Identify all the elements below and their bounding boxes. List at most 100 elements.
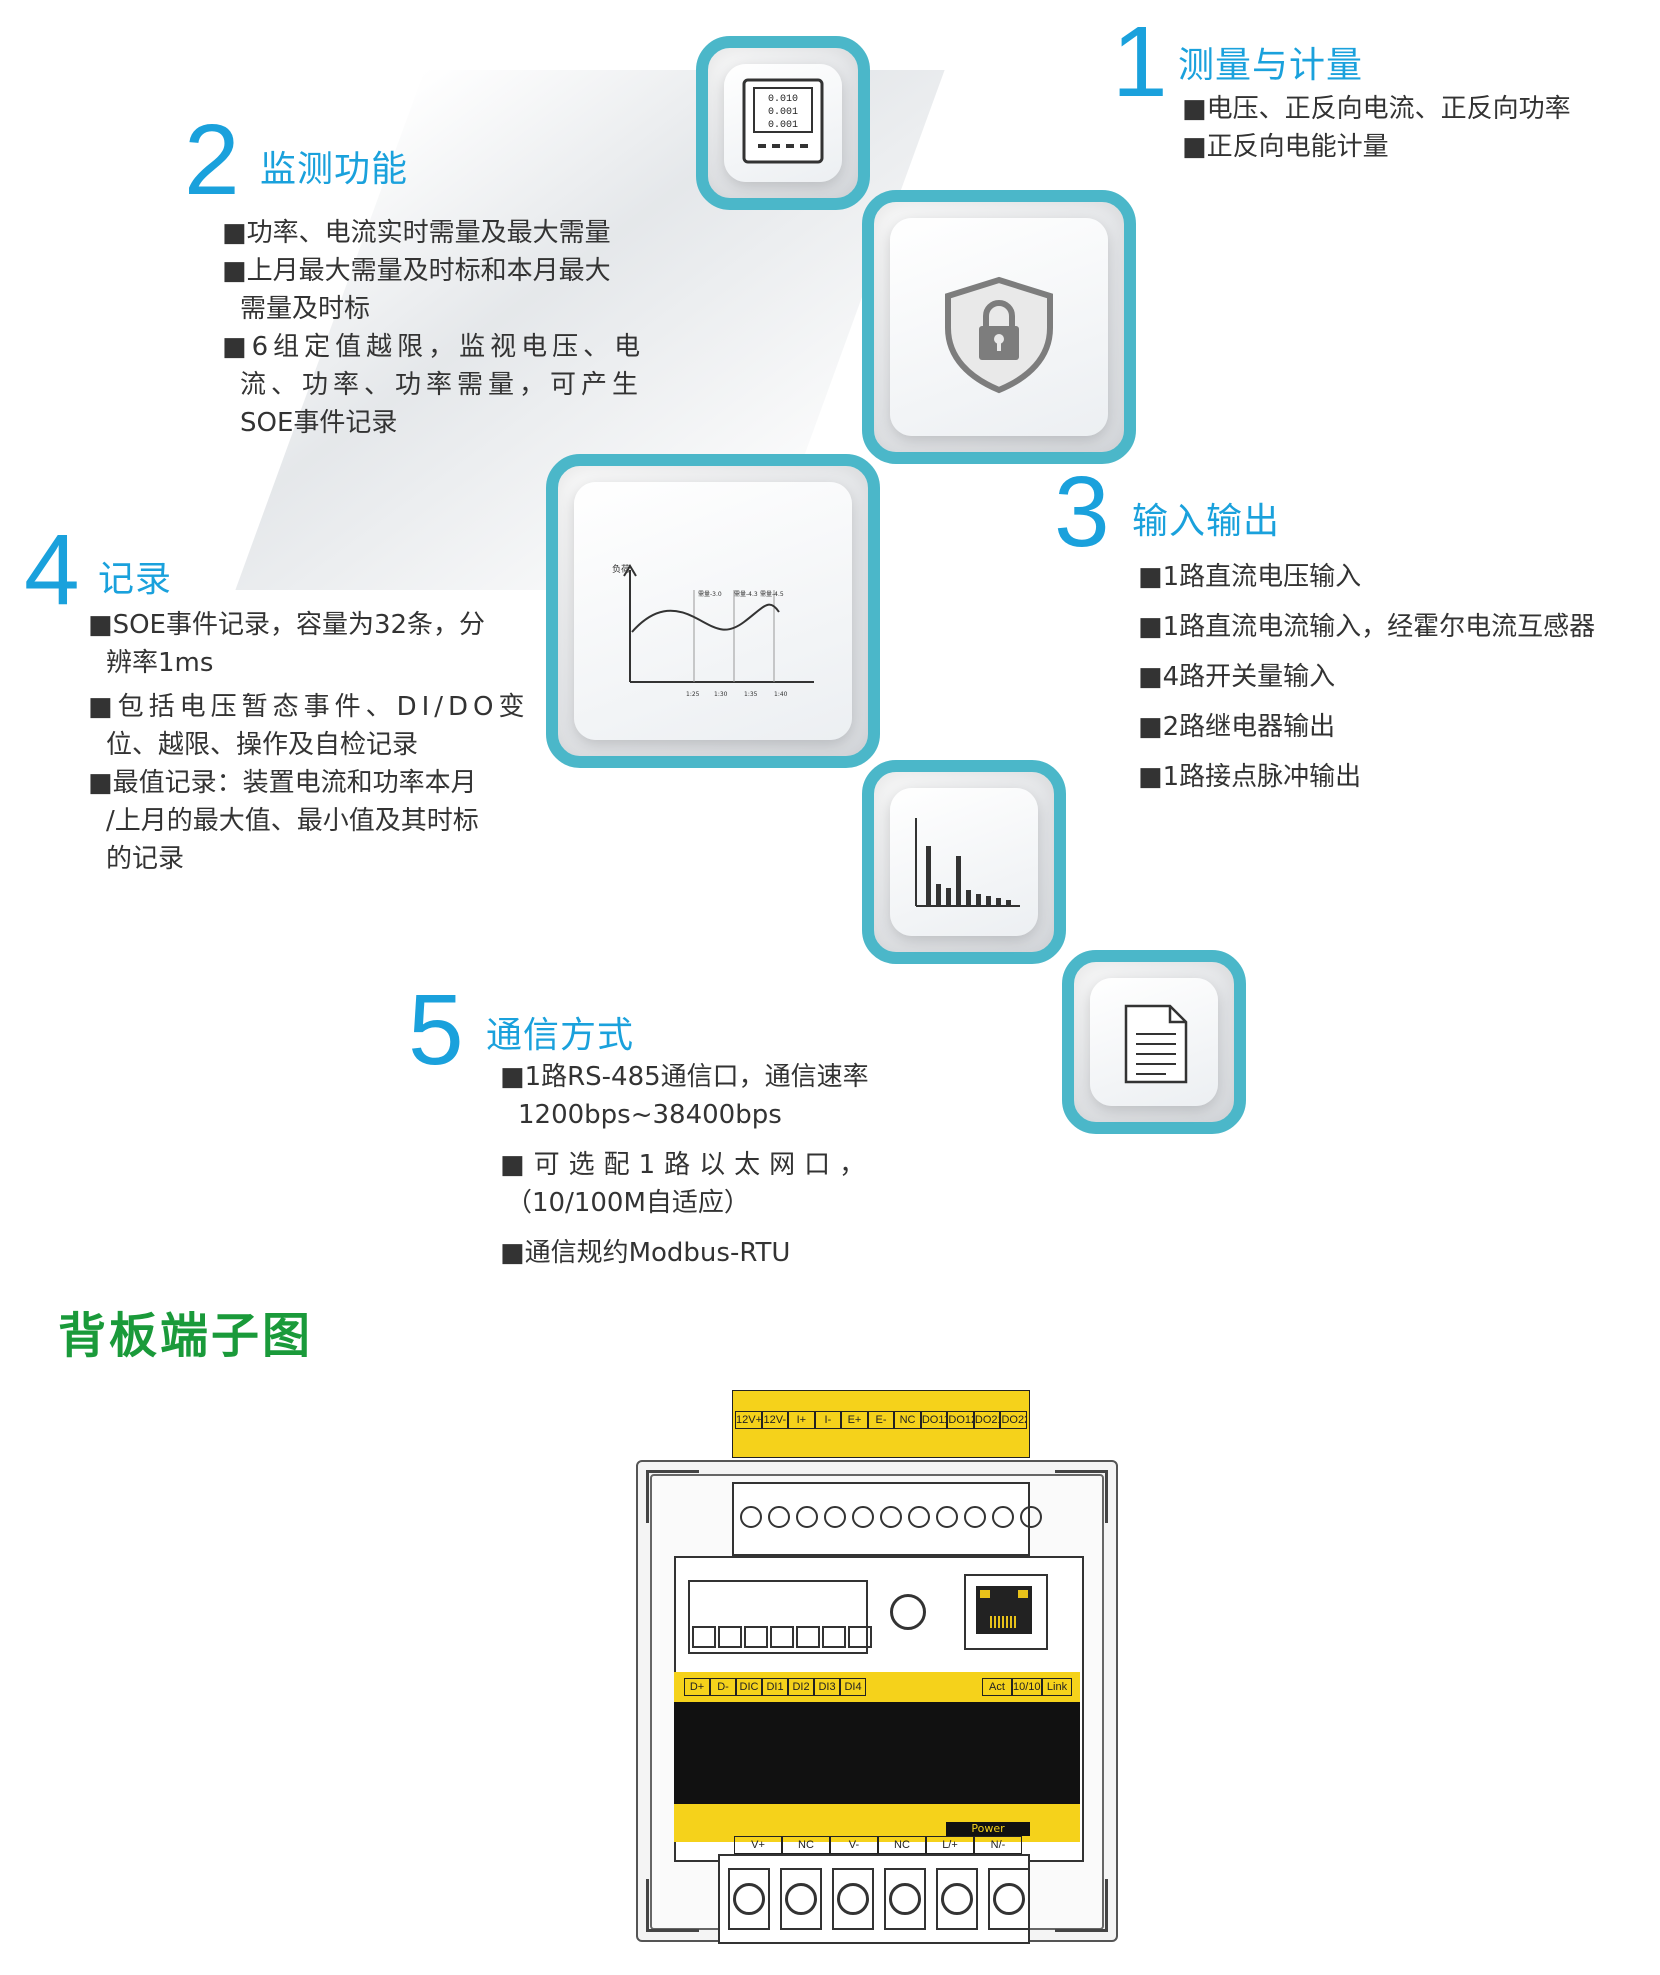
harmonic-tile	[862, 760, 1066, 964]
list-item: ■最值记录：装置电流和功率本月	[88, 768, 477, 798]
chart-mark-1: 需量-3.0	[698, 591, 722, 598]
list-item: ■1路直流电压输入	[1138, 562, 1362, 592]
list-item: ■电压、正反向电流、正反向功率	[1182, 94, 1571, 124]
list-item: ■功率、电流实时需量及最大需量	[222, 218, 611, 248]
middle-terminal-label: DI2	[788, 1678, 814, 1696]
section-5-title: 通信方式	[486, 1015, 635, 1056]
di-connector	[688, 1580, 872, 1654]
security-tile	[862, 190, 1136, 464]
meter-reading-3: 0.001	[768, 120, 798, 131]
chart-xtick-1: 1:25	[686, 691, 700, 698]
top-terminal-label: NC	[894, 1411, 921, 1429]
eth-indicator-label: 10/100M	[1012, 1678, 1042, 1696]
list-item: ■4路开关量输入	[1138, 662, 1336, 692]
middle-terminal-label: DI4	[840, 1678, 866, 1696]
eth-indicator-label: Link	[1042, 1678, 1072, 1696]
top-screw-row	[732, 1482, 1042, 1556]
top-terminal-label: DO12	[947, 1411, 974, 1429]
meter-reading-2: 0.001	[768, 107, 798, 118]
section-2-list: ■功率、电流实时需量及最大需量 ■上月最大需量及时标和本月最大 需量及时标 ■6…	[222, 214, 645, 442]
backplate-title: 背板端子图	[58, 1308, 314, 1364]
list-item: /上月的最大值、最小值及其时标	[106, 806, 479, 836]
list-item: ■SOE事件记录，容量为32条，分	[88, 610, 486, 640]
section-2-number: 2	[184, 104, 240, 216]
list-item: ■上月最大需量及时标和本月最大	[222, 256, 611, 286]
document-icon	[1124, 1004, 1188, 1084]
section-1-title: 测量与计量	[1178, 45, 1364, 86]
eth-indicator-label: Act	[982, 1678, 1012, 1696]
top-terminal-label: DO11	[920, 1411, 948, 1429]
top-terminal-label: 12V+	[735, 1411, 762, 1429]
section-4-list: ■SOE事件记录，容量为32条，分 辨率1ms ■包括电压暂态事件、DI/DO变…	[88, 606, 530, 878]
top-terminal-label: E-	[867, 1411, 895, 1429]
list-item: ■通信规约Modbus-RTU	[500, 1238, 791, 1268]
meter-reading-1: 0.010	[768, 94, 798, 105]
section-4-title: 记录	[98, 559, 173, 600]
meter-icon: 0.010 0.001 0.001	[742, 78, 824, 164]
list-item: ■1路RS-485通信口，通信速率	[500, 1062, 869, 1092]
middle-terminal-label: DI3	[814, 1678, 840, 1696]
section-5-list: ■1路RS-485通信口，通信速率 1200bps~38400bps ■可选配1…	[500, 1058, 874, 1272]
middle-terminal-label: D-	[710, 1678, 736, 1696]
top-terminal-strip: 12V+12V-I+I-E+E-NCDO11DO12DO21DO22	[732, 1390, 1030, 1458]
list-item: ■6组定值越限，监视电压、电	[222, 332, 646, 362]
list-item: ■正反向电能计量	[1182, 132, 1389, 162]
list-item: ■1路接点脉冲输出	[1138, 762, 1362, 792]
chart-xtick-4: 1:40	[774, 691, 788, 698]
middle-terminal-label: DI1	[762, 1678, 788, 1696]
shield-lock-icon	[945, 276, 1053, 394]
middle-terminal-label: D+	[684, 1678, 710, 1696]
load-curve-icon: 负荷 需量-3.0 需量-4.3 需量-4.5 1:25 1:30 1:35 1…	[612, 563, 814, 698]
section-5-number: 5	[408, 974, 464, 1086]
list-item: ■包括电压暂态事件、DI/DO变	[88, 692, 530, 722]
top-terminal-label: I+	[788, 1411, 815, 1429]
bar-chart-icon	[915, 818, 1020, 907]
section-2-title: 监测功能	[260, 149, 409, 190]
chart-ylabel: 负荷	[612, 563, 630, 575]
bottom-terminal-block	[718, 1854, 1030, 1944]
section-3-number: 3	[1054, 456, 1110, 568]
top-terminal-label: DO21	[973, 1411, 1001, 1429]
backplate-device: 12V+12V-I+I-E+E-NCDO11DO12DO21DO22	[636, 1390, 1118, 1944]
chart-xtick-3: 1:35	[744, 691, 758, 698]
bottom-terminal-label: NC	[878, 1836, 926, 1854]
power-label: Power	[946, 1822, 1030, 1836]
section-3-title: 输入输出	[1132, 501, 1281, 542]
meter-tile: 0.010 0.001 0.001	[696, 36, 870, 210]
chart-mark-3: 需量-4.5	[760, 591, 784, 598]
chart-mark-2: 需量-4.3	[734, 591, 758, 598]
list-item: 需量及时标	[240, 294, 371, 324]
list-item: 辨率1ms	[106, 648, 214, 678]
list-item: ■可选配1路以太网口，	[500, 1150, 875, 1180]
top-terminal-label: 12V-	[761, 1411, 789, 1429]
bottom-terminal-label: V+	[734, 1836, 782, 1854]
section-1-list: ■电压、正反向电流、正反向功率 ■正反向电能计量	[1182, 90, 1571, 166]
section-3-list: ■1路直流电压输入 ■1路直流电流输入，经霍尔电流互感器 ■4路开关量输入 ■2…	[1138, 552, 1595, 802]
section-1-number: 1	[1112, 6, 1168, 118]
ethernet-port	[964, 1574, 1048, 1650]
list-item: 位、越限、操作及自检记录	[106, 730, 419, 760]
chart-tile: 负荷 需量-3.0 需量-4.3 需量-4.5 1:25 1:30 1:35 1…	[546, 454, 880, 768]
section-4-number: 4	[24, 514, 80, 626]
list-item: 1200bps~38400bps	[518, 1100, 782, 1130]
top-terminal-label: E+	[841, 1411, 868, 1429]
list-item: ■1路直流电流输入，经霍尔电流互感器	[1138, 612, 1596, 642]
middle-terminal-label: DIC	[736, 1678, 762, 1696]
top-terminal-label: DO22	[1000, 1411, 1028, 1429]
bottom-terminal-label: V-	[830, 1836, 878, 1854]
bottom-terminal-label: N/-	[974, 1836, 1022, 1854]
bottom-terminal-label: NC	[782, 1836, 830, 1854]
list-item: （10/100M自适应）	[506, 1188, 750, 1218]
list-item: 流、功率、功率需量，可产生	[240, 370, 644, 400]
reset-knob	[890, 1594, 926, 1630]
chart-xtick-2: 1:30	[714, 691, 728, 698]
top-terminal-label: I-	[814, 1411, 842, 1429]
document-tile	[1062, 950, 1246, 1134]
bottom-terminal-label: L/+	[926, 1836, 974, 1854]
list-item: ■2路继电器输出	[1138, 712, 1336, 742]
list-item: 的记录	[106, 844, 185, 874]
